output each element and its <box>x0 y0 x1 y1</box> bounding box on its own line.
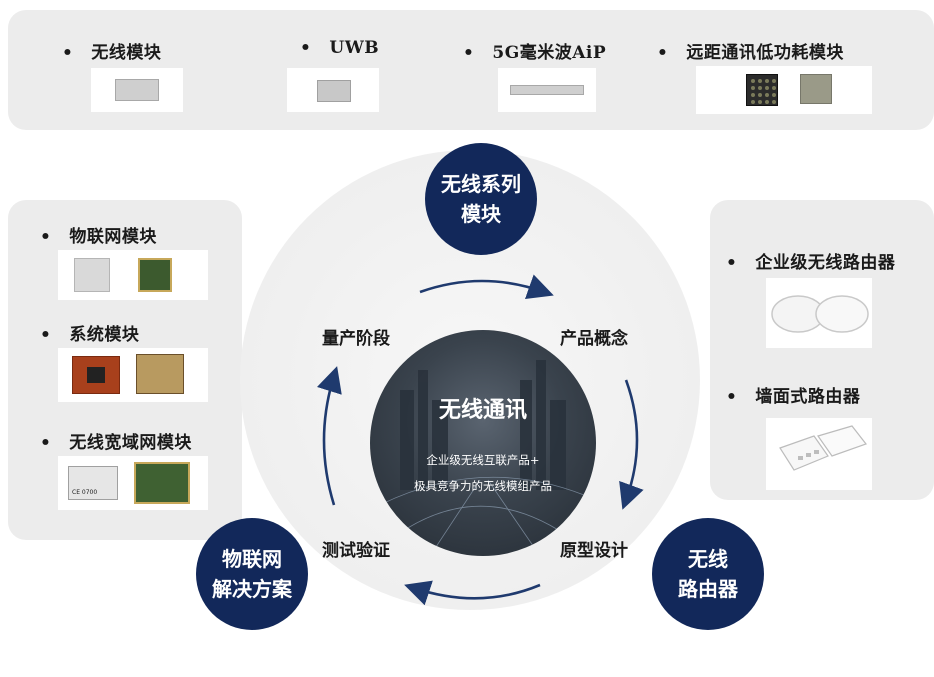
bullet: • <box>463 43 475 63</box>
left-item-system-module: • 系统模块 <box>40 320 139 345</box>
module-marking: CE 0700 <box>72 489 98 496</box>
left-item-wan-module: • 无线宽域网模块 <box>40 428 192 453</box>
top-item-label: 5G毫米波AiP <box>492 43 607 63</box>
top-item-label: 远距通讯低功耗模块 <box>686 43 844 63</box>
top-item-label: UWB <box>329 38 380 58</box>
wall-router-devices <box>779 425 867 471</box>
chip-image <box>74 258 110 292</box>
wireless-module-image <box>91 68 183 112</box>
wan-module-image: CE 0700 <box>58 456 208 510</box>
center-title: 无线通讯 <box>438 397 527 423</box>
system-module-image <box>58 348 208 402</box>
wall-router-image <box>766 418 872 490</box>
top-item-5g-aip: • 5G毫米波AiP <box>463 38 606 63</box>
right-item-wall-router: • 墙面式路由器 <box>726 382 860 407</box>
center-subtitle-2: 极具竞争力的无线模组产品 <box>414 479 552 493</box>
bullet: • <box>40 433 52 453</box>
hub-label-line1: 物联网 <box>222 547 282 571</box>
iot-module-image <box>58 250 208 300</box>
left-item-label: 无线宽域网模块 <box>69 433 192 453</box>
hub-wireless-modules: 无线系列 模块 <box>425 143 537 255</box>
chip-image <box>134 462 190 504</box>
top-item-wireless-module: • 无线模块 <box>62 38 161 63</box>
right-item-enterprise-router: • 企业级无线路由器 <box>726 248 895 273</box>
router-devices <box>771 295 869 333</box>
bullet: • <box>40 325 52 345</box>
hub-label-line2: 路由器 <box>678 577 738 601</box>
center-circle: 无线通讯 企业级无线互联产品+ 极具竞争力的无线模组产品 <box>370 330 596 556</box>
stage-testing-validation: 测试验证 <box>322 541 390 561</box>
top-item-lpwa-module: • 远距通讯低功耗模块 <box>657 38 844 63</box>
lpwa-module-image <box>696 66 872 114</box>
hub-iot-solutions: 物联网 解决方案 <box>196 518 308 630</box>
uwb-module-image <box>287 68 379 112</box>
arrow-bottom <box>404 580 541 606</box>
bullet: • <box>300 38 312 58</box>
left-item-label: 物联网模块 <box>69 227 157 247</box>
bullet: • <box>40 227 52 247</box>
center-subtitle-1: 企业级无线互联产品+ <box>426 453 540 467</box>
bullet: • <box>62 43 74 63</box>
chip-image <box>72 356 120 394</box>
chip-die <box>87 367 105 383</box>
chip-image <box>317 80 351 102</box>
arrow-top <box>419 274 554 300</box>
chip-image <box>746 74 778 106</box>
arrow-left <box>316 366 342 506</box>
stage-product-concept: 产品概念 <box>560 329 628 349</box>
stage-prototype-design: 原型设计 <box>560 541 628 561</box>
top-item-label: 无线模块 <box>91 43 162 63</box>
enterprise-router-image <box>766 278 872 348</box>
hub-label-line1: 无线系列 <box>441 172 521 196</box>
arrow-right <box>619 379 644 510</box>
left-item-iot-module: • 物联网模块 <box>40 222 157 247</box>
hub-label-line2: 解决方案 <box>212 577 292 601</box>
top-item-uwb: • UWB <box>300 38 379 58</box>
hub-label-line2: 模块 <box>461 202 501 226</box>
left-item-label: 系统模块 <box>69 325 140 345</box>
hub-label-line1: 无线 <box>688 547 728 571</box>
chip-image <box>136 354 184 394</box>
chip-image <box>115 79 159 101</box>
stage-mass-production: 量产阶段 <box>322 329 390 349</box>
city-skyline <box>370 360 596 556</box>
bullet: • <box>726 387 738 407</box>
chip-image <box>800 74 832 104</box>
right-item-label: 企业级无线路由器 <box>755 253 896 273</box>
chip-image <box>510 85 584 95</box>
right-item-label: 墙面式路由器 <box>755 387 861 407</box>
hub-wireless-routers: 无线 路由器 <box>652 518 764 630</box>
chip-image <box>138 258 172 292</box>
bullet: • <box>657 43 669 63</box>
chip-image: CE 0700 <box>68 466 118 500</box>
5g-aip-module-image <box>498 68 596 112</box>
bullet: • <box>726 253 738 273</box>
chip-pads <box>751 79 776 104</box>
